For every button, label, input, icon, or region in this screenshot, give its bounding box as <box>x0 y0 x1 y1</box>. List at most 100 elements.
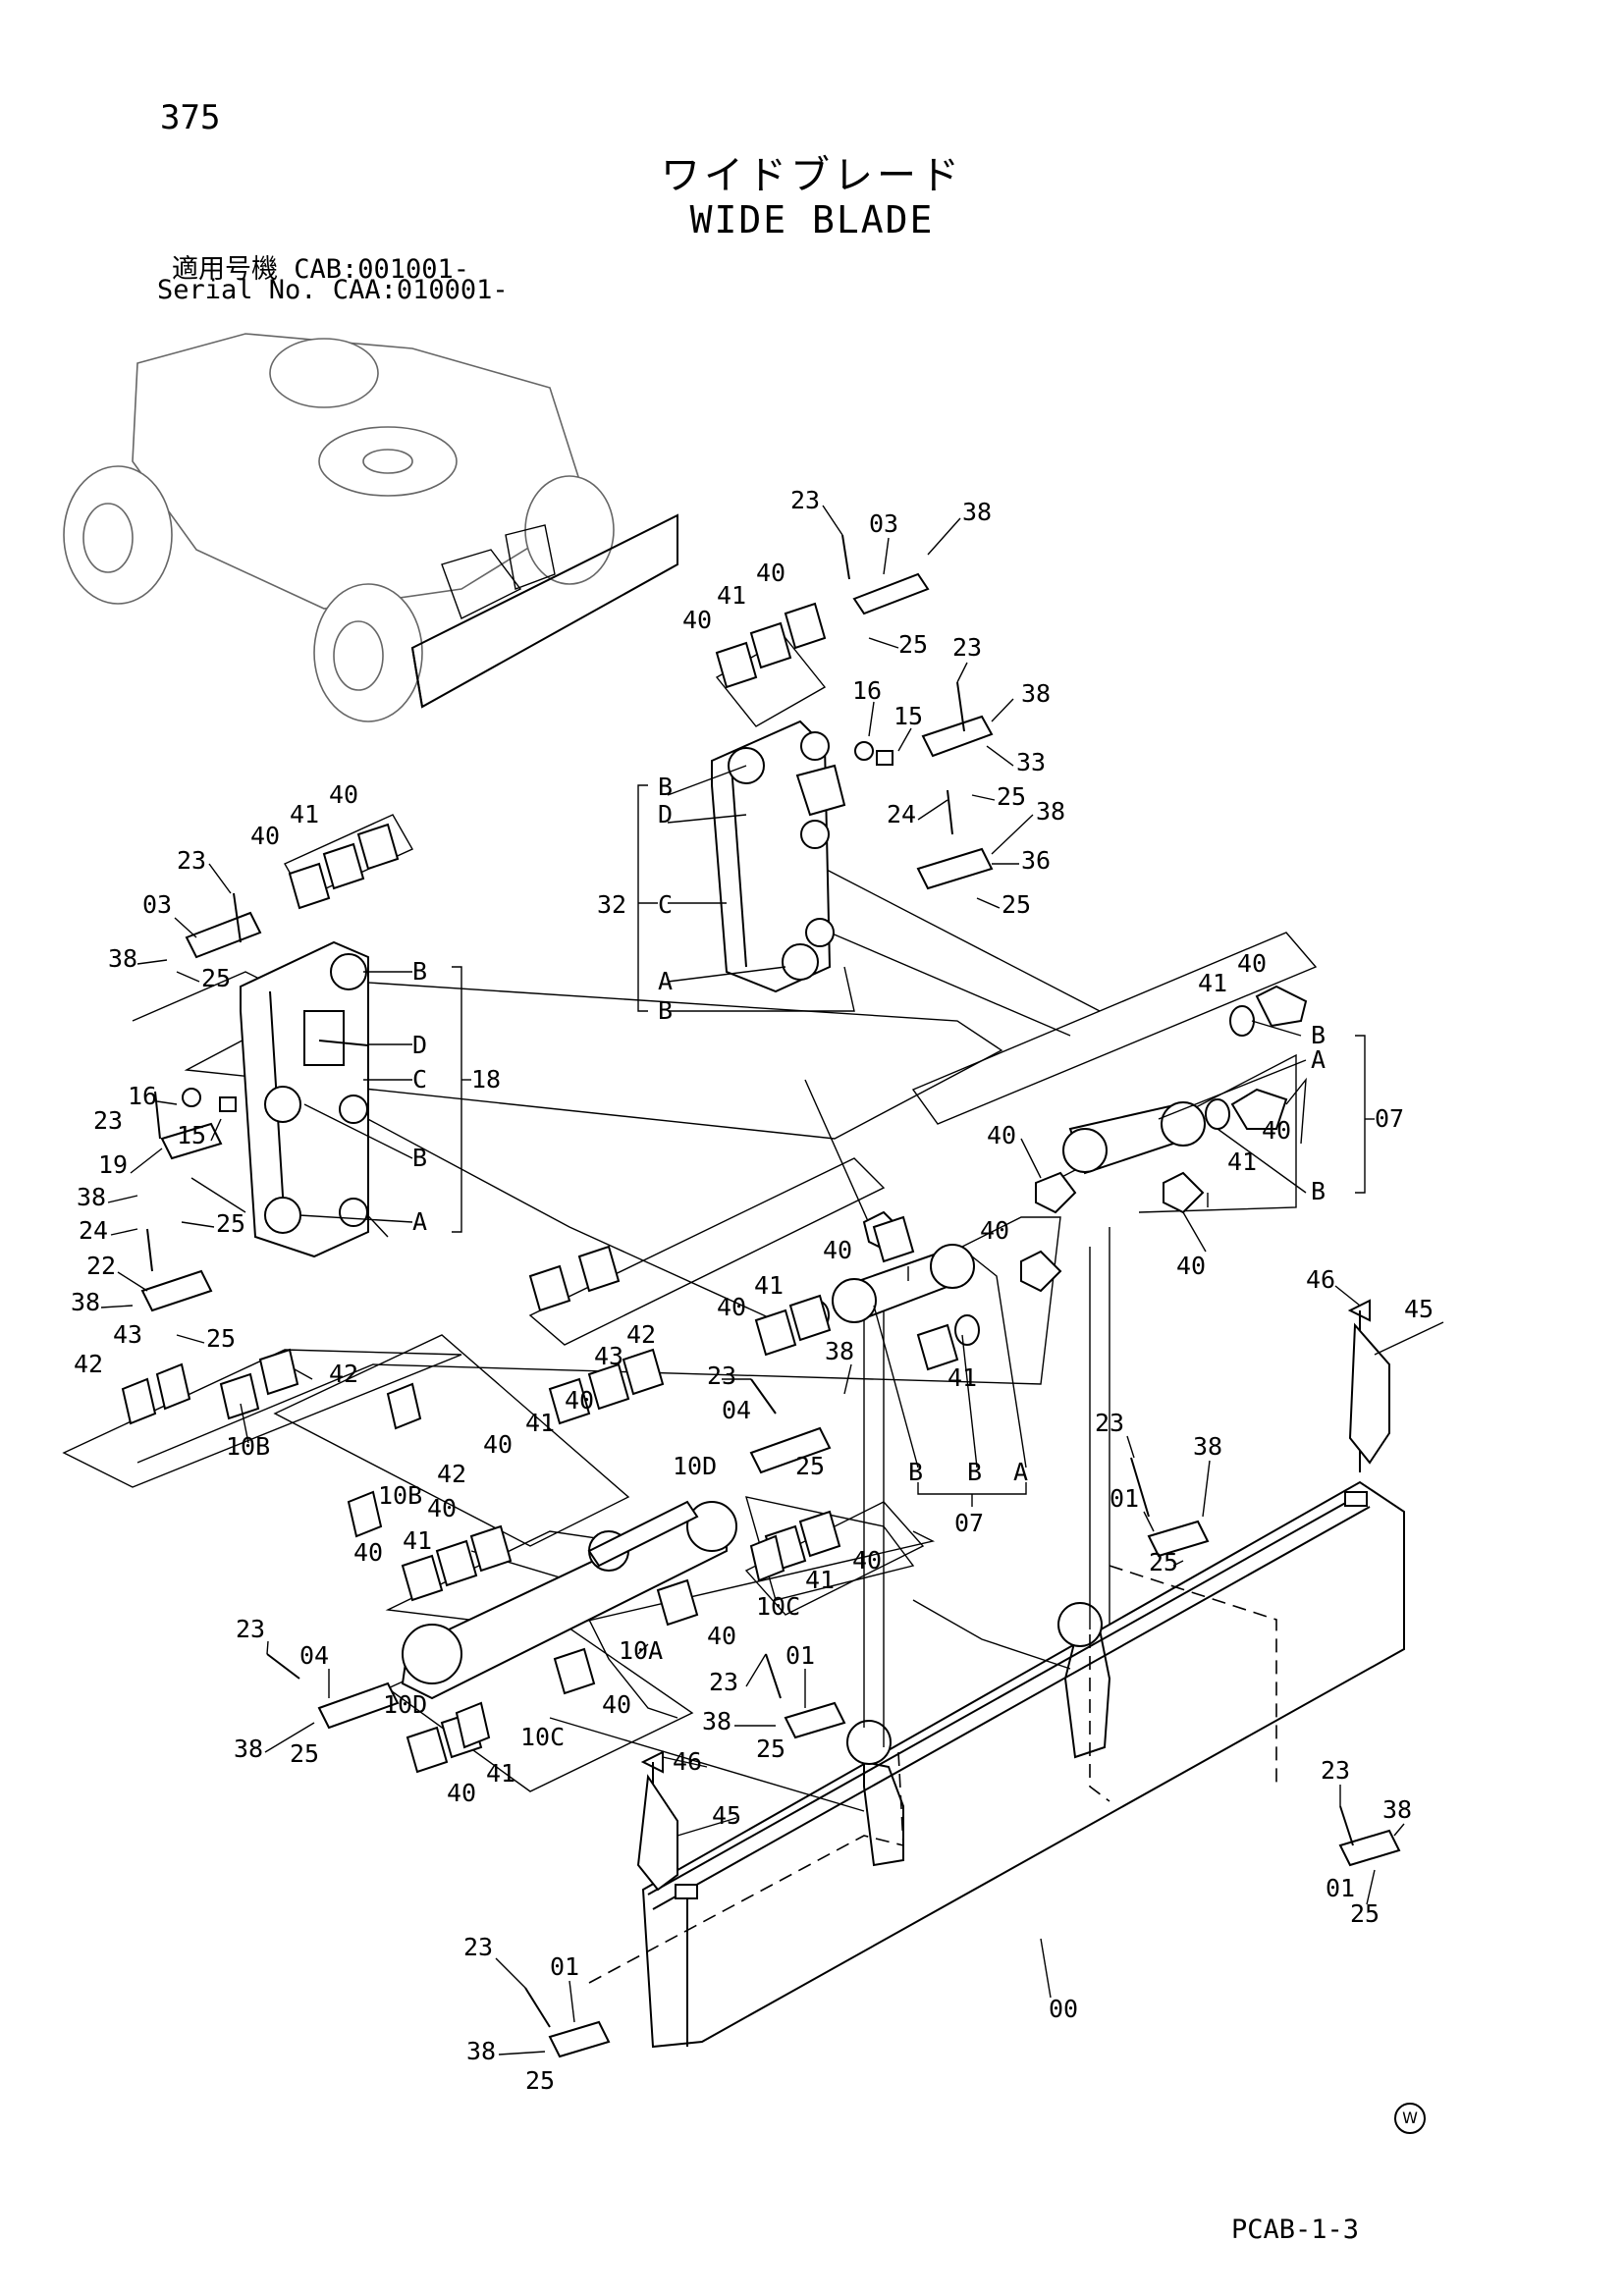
callout: 40 <box>823 1236 852 1264</box>
middle-link-07 <box>804 1210 1062 1346</box>
callout: 40 <box>427 1494 457 1522</box>
callout: 15 <box>177 1121 206 1149</box>
link-lines <box>294 868 1110 1812</box>
callout: 38 <box>1036 797 1065 826</box>
callout: B <box>1311 1021 1326 1049</box>
callout: 10C <box>520 1723 565 1751</box>
callout: 01 <box>550 1952 579 1981</box>
callout: 41 <box>1198 969 1227 997</box>
callout: 42 <box>437 1460 466 1488</box>
callout: 25 <box>290 1739 319 1768</box>
reference-brackets <box>298 765 1375 1507</box>
callout: 40 <box>353 1538 383 1567</box>
callout: 25 <box>216 1209 245 1238</box>
callout: 41 <box>754 1271 784 1300</box>
callout: 22 <box>86 1252 116 1280</box>
callout: 42 <box>329 1360 358 1388</box>
machine-overview-illustration <box>63 333 678 722</box>
callout: 38 <box>1382 1795 1412 1824</box>
callout: 42 <box>626 1320 656 1349</box>
callout: 18 <box>471 1065 501 1094</box>
callout: 23 <box>790 486 820 514</box>
page-number: 375 <box>160 98 221 137</box>
callout: 46 <box>1306 1265 1335 1294</box>
callout: 40 <box>1262 1116 1291 1145</box>
callout: 41 <box>290 800 319 828</box>
callout: 40 <box>565 1386 594 1415</box>
callout: B <box>1311 1177 1326 1205</box>
callout: 38 <box>71 1288 100 1316</box>
callout: B <box>658 996 673 1025</box>
callout: 40 <box>717 1293 746 1321</box>
callout: A <box>658 967 673 995</box>
callout: 23 <box>177 846 206 875</box>
callout: 04 <box>299 1641 329 1670</box>
callout: 40 <box>250 822 280 850</box>
callout: 40 <box>980 1216 1009 1245</box>
label-leaders <box>100 505 1444 2056</box>
lower-arm-10A <box>401 1500 737 1700</box>
left-arm-assembly <box>240 940 369 1258</box>
callout: 19 <box>98 1150 128 1179</box>
callout: 40 <box>987 1121 1016 1149</box>
callout: 38 <box>825 1337 854 1365</box>
callout: 38 <box>1021 679 1051 708</box>
callout: 00 <box>1049 1995 1078 2023</box>
callout: 10D <box>383 1690 427 1719</box>
callout: 25 <box>756 1735 785 1763</box>
callout: 41 <box>486 1759 515 1788</box>
callout: 01 <box>1110 1484 1139 1513</box>
callout: 32 <box>597 890 626 919</box>
callout: 23 <box>463 1933 493 1961</box>
callout: B <box>412 957 427 986</box>
callout: 25 <box>898 630 928 659</box>
callout: 10C <box>756 1592 800 1621</box>
callout: A <box>412 1207 427 1236</box>
dashed-leader <box>1109 1565 1277 1787</box>
callout: 40 <box>1237 949 1267 978</box>
callout: 40 <box>707 1622 736 1650</box>
callout: 23 <box>1095 1409 1124 1437</box>
callout: B <box>967 1458 982 1486</box>
callout: 25 <box>206 1324 236 1353</box>
callout: 03 <box>869 509 898 538</box>
callout: 25 <box>1001 890 1031 919</box>
right-arm-assembly <box>711 720 846 993</box>
callout: 38 <box>234 1735 263 1763</box>
callout: 01 <box>1326 1874 1355 1902</box>
callout: 25 <box>201 964 231 992</box>
callout: 25 <box>997 782 1026 811</box>
callout: 16 <box>128 1082 157 1110</box>
callout: 40 <box>447 1779 476 1807</box>
callout: 43 <box>113 1320 142 1349</box>
title-english: WIDE BLADE <box>689 198 935 241</box>
callout: 25 <box>795 1452 825 1480</box>
group-outlines <box>62 637 1318 1792</box>
callout: C <box>412 1065 427 1094</box>
blade-assembly <box>641 1480 1405 2049</box>
callout-labels: 23 03 38 40 41 40 25 23 16 15 38 33 24 2… <box>71 486 1434 2095</box>
callout: A <box>1013 1458 1028 1486</box>
callout: 23 <box>707 1362 736 1390</box>
upper-link-07 <box>1035 985 1308 1214</box>
pins <box>140 572 1401 2058</box>
callout: 25 <box>525 2066 555 2095</box>
callout: 33 <box>1016 748 1046 776</box>
title-japanese: ワイドブレード <box>661 153 963 198</box>
callout: 38 <box>702 1707 731 1735</box>
callout: 42 <box>74 1350 103 1378</box>
callout: 15 <box>893 702 923 730</box>
callout: 40 <box>1176 1252 1206 1280</box>
callout: 40 <box>852 1546 882 1575</box>
w-mark-icon: W <box>1394 2103 1426 2134</box>
callout: 45 <box>712 1801 741 1830</box>
callout: 41 <box>403 1526 432 1555</box>
callout: 04 <box>722 1396 751 1424</box>
callout: 03 <box>142 890 172 919</box>
shims-and-bushings <box>121 602 959 1774</box>
callout: 41 <box>1227 1148 1257 1176</box>
callout: 46 <box>673 1747 702 1776</box>
callout: A <box>1311 1045 1326 1074</box>
callout: D <box>658 800 673 828</box>
callout: 16 <box>852 676 882 705</box>
